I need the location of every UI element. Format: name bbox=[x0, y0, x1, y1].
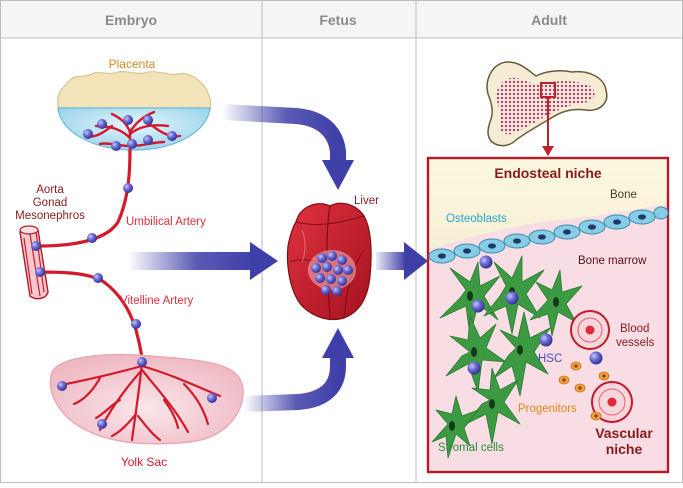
bone-marrow-label: Bone marrow bbox=[578, 255, 647, 267]
niche-hsc-cells bbox=[467, 255, 603, 375]
header-embryo: Embryo bbox=[105, 12, 157, 28]
agm-label-gonad: Gonad bbox=[33, 197, 68, 209]
fetal-liver bbox=[286, 202, 372, 321]
agm-label-mesonephros: Mesonephros bbox=[15, 210, 85, 222]
blood-vessels-label-2: vessels bbox=[616, 337, 655, 349]
stromal-nuclei bbox=[449, 287, 559, 431]
liver-label: Liver bbox=[354, 195, 379, 207]
agm-label-aorta: Aorta bbox=[36, 184, 64, 196]
osteoblasts-label: Osteoblasts bbox=[446, 213, 507, 225]
liver-hsc-cluster bbox=[311, 251, 353, 296]
femur-bone-icon bbox=[486, 61, 608, 147]
migration-arrows-to-liver bbox=[128, 104, 354, 412]
vascular-niche-label-1: Vascular bbox=[595, 425, 653, 441]
migration-arrow-to-adult bbox=[376, 242, 428, 280]
umbilical-artery-vessel bbox=[36, 148, 132, 248]
embryo-hsc-cells bbox=[31, 115, 217, 429]
progenitor-cells bbox=[558, 361, 610, 421]
header-fetus: Fetus bbox=[319, 12, 357, 28]
progenitors-label: Progenitors bbox=[518, 403, 577, 415]
zoom-arrowhead bbox=[542, 146, 554, 156]
endosteal-niche-label: Endosteal niche bbox=[494, 165, 602, 181]
header-adult: Adult bbox=[531, 12, 567, 28]
header-bar bbox=[0, 0, 683, 38]
bone-label: Bone bbox=[610, 189, 637, 201]
blood-vessels-label-1: Blood bbox=[620, 323, 649, 335]
hsc-label: HSC bbox=[538, 353, 562, 365]
placenta-label: Placenta bbox=[109, 57, 156, 71]
yolk-sac-label: Yolk Sac bbox=[121, 455, 167, 469]
vascular-niche-label-2: niche bbox=[606, 441, 643, 457]
vitelline-artery-vessel bbox=[36, 270, 144, 364]
osteoblast-layer bbox=[428, 206, 669, 264]
stromal-cells-label: Stromal cells bbox=[438, 442, 504, 454]
vitelline-artery-label: Vitelline Artery bbox=[120, 295, 194, 307]
aorta-segment bbox=[19, 225, 49, 300]
blood-vessels bbox=[570, 310, 633, 423]
umbilical-artery-label: Umbilical Artery bbox=[126, 216, 206, 228]
